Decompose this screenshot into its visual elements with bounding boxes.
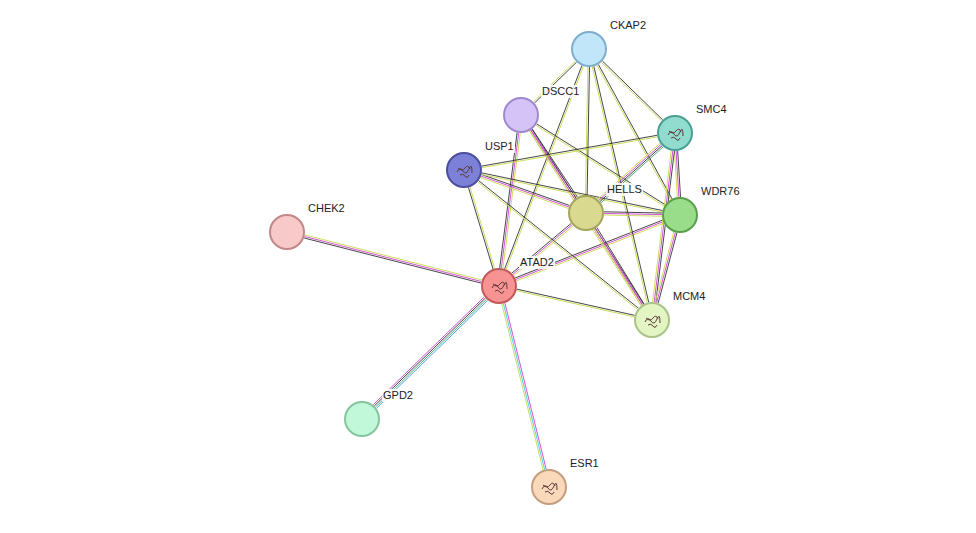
node-label: WDR76 bbox=[700, 185, 741, 198]
protein-node: USP1 bbox=[446, 152, 482, 188]
node-label: DSCC1 bbox=[541, 85, 580, 98]
interaction-edge bbox=[601, 61, 662, 121]
interaction-edge bbox=[586, 67, 590, 195]
protein-node: HELLS bbox=[568, 195, 604, 231]
protein-node: DSCC1 bbox=[503, 97, 539, 133]
protein-node: GPD2 bbox=[344, 401, 380, 437]
structure-icon bbox=[636, 304, 668, 336]
interaction-edge bbox=[478, 181, 639, 310]
protein-node: MCM4 bbox=[634, 302, 670, 338]
structure-icon bbox=[448, 154, 480, 186]
protein-node: SMC4 bbox=[657, 115, 693, 151]
structure-icon bbox=[533, 471, 565, 503]
interaction-edge bbox=[502, 303, 546, 470]
node-label: CKAP2 bbox=[609, 19, 647, 32]
node-label: HELLS bbox=[606, 183, 643, 196]
node-label: SMC4 bbox=[695, 103, 728, 116]
interaction-edge bbox=[598, 143, 663, 203]
node-label: GPD2 bbox=[382, 389, 414, 402]
interaction-edge bbox=[480, 174, 569, 208]
interaction-edge bbox=[604, 212, 662, 216]
interaction-edge bbox=[482, 135, 658, 167]
protein-node: CHEK2 bbox=[269, 214, 305, 250]
node-label: ATAD2 bbox=[519, 256, 555, 269]
node-label: ESR1 bbox=[569, 457, 600, 470]
interaction-edge bbox=[468, 187, 494, 269]
node-label: CHEK2 bbox=[307, 202, 346, 215]
interaction-edge bbox=[674, 151, 680, 197]
structure-icon bbox=[483, 270, 515, 302]
interaction-edge bbox=[304, 235, 482, 283]
node-label: MCM4 bbox=[672, 290, 706, 303]
interaction-edge bbox=[505, 66, 584, 270]
interaction-edge bbox=[529, 129, 643, 305]
protein-node: CKAP2 bbox=[571, 31, 607, 67]
protein-node: ESR1 bbox=[531, 469, 567, 505]
interaction-edge bbox=[594, 227, 644, 305]
structure-icon bbox=[659, 117, 691, 149]
protein-node: WDR76 bbox=[662, 197, 698, 233]
interaction-edge bbox=[373, 297, 488, 408]
node-label: USP1 bbox=[484, 140, 515, 153]
protein-node: ATAD2 bbox=[481, 268, 517, 304]
